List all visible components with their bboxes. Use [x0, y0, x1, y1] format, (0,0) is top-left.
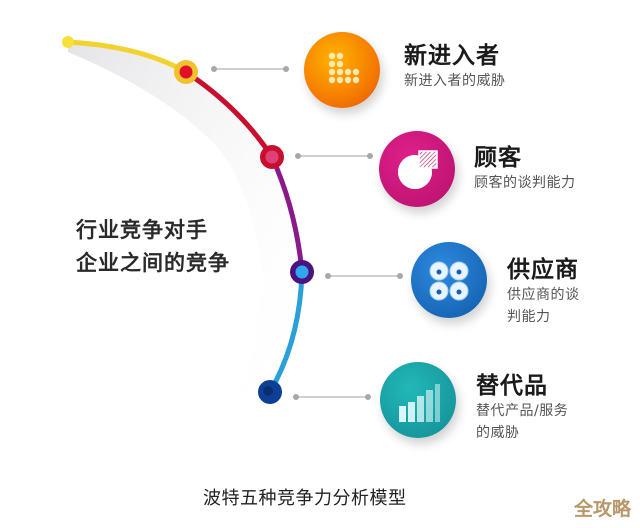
- node-substitutes: [258, 380, 282, 404]
- dot-grid-l-icon: [304, 32, 380, 108]
- connector-suppliers: [325, 273, 403, 279]
- force-suppliers: 供应商 供应商的谈 判能力: [507, 256, 580, 328]
- bar-growth-icon: [380, 362, 456, 438]
- arc-segment-purple: [269, 154, 305, 275]
- force-description: 供应商的谈: [507, 287, 580, 303]
- force-title: 供应商: [507, 257, 579, 283]
- industry-rivalry-label: 行业竞争对手 企业之间的竞争: [76, 214, 230, 280]
- force-title: 替代品: [476, 373, 548, 399]
- arc-segment-blue: [267, 269, 305, 395]
- arc-start-dot: [62, 36, 74, 48]
- pie-chart-icon: [379, 131, 455, 207]
- force-description: 替代产品/服务: [476, 403, 569, 419]
- force-description: 顾客的谈判能力: [474, 175, 576, 191]
- force-description: 新进入者的威胁: [404, 73, 506, 89]
- connector-substitutes: [293, 394, 371, 400]
- arc-shadow: [68, 42, 302, 392]
- force-substitutes: 替代品 替代产品/服务 的威胁: [476, 372, 568, 444]
- watermark: 全攻略: [574, 498, 632, 520]
- force-description-cont: 判能力: [507, 309, 551, 325]
- four-rings-icon: [411, 242, 487, 318]
- node-suppliers: [290, 260, 314, 284]
- force-description-cont: 的威胁: [476, 425, 520, 441]
- rivalry-line-1: 行业竞争对手: [76, 218, 208, 242]
- force-title: 顾客: [474, 145, 522, 171]
- force-title: 新进入者: [404, 43, 500, 69]
- rivalry-line-2: 企业之间的竞争: [76, 251, 230, 275]
- connector-new-entrants: [211, 66, 289, 72]
- node-customers: [260, 145, 284, 169]
- force-new-entrants: 新进入者 新进入者的威胁: [404, 42, 506, 92]
- force-customers: 顾客 顾客的谈判能力: [474, 144, 576, 194]
- connector-customers: [295, 153, 373, 159]
- arc-segment-red: [183, 69, 275, 160]
- node-new-entrants: [174, 60, 198, 84]
- diagram-caption: 波特五种竞争力分析模型: [203, 488, 407, 509]
